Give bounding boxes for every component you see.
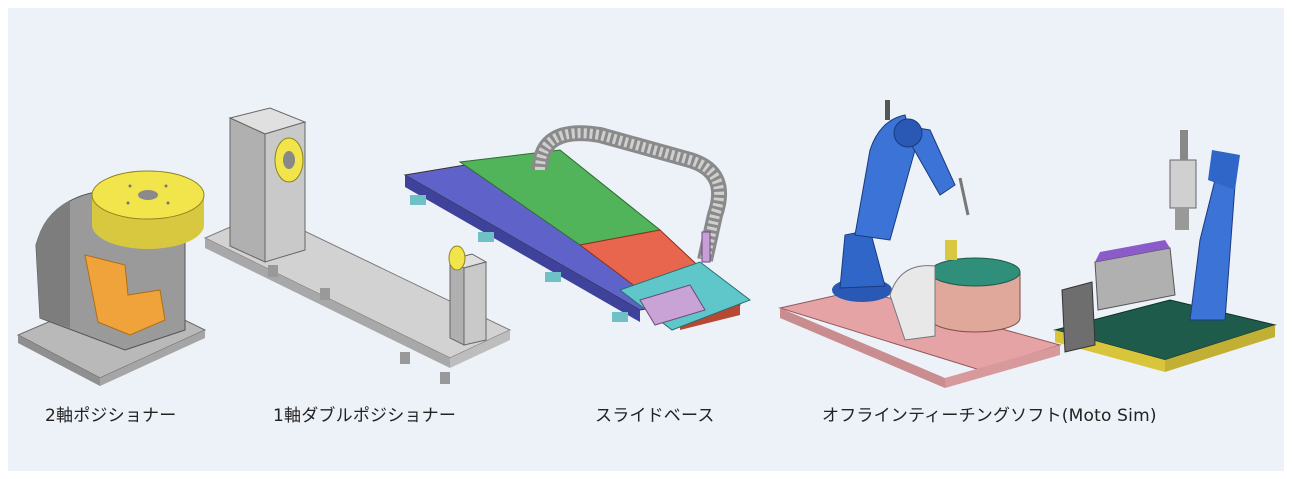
caption-two-axis-positioner: 2軸ポジショナー xyxy=(45,406,177,426)
single-axis-double-positioner-illustration xyxy=(203,107,512,384)
caption-offline-teaching-software: オフラインティーチングソフト(Moto Sim) xyxy=(822,406,1157,426)
caption-slide-base: スライドベース xyxy=(595,406,715,426)
caption-single-axis-double-positioner: 1軸ダブルポジショナー xyxy=(273,406,457,426)
offline-teaching-software-illustration xyxy=(778,100,1277,388)
slide-base-illustration xyxy=(403,125,752,331)
two-axis-positioner-illustration xyxy=(16,170,207,386)
